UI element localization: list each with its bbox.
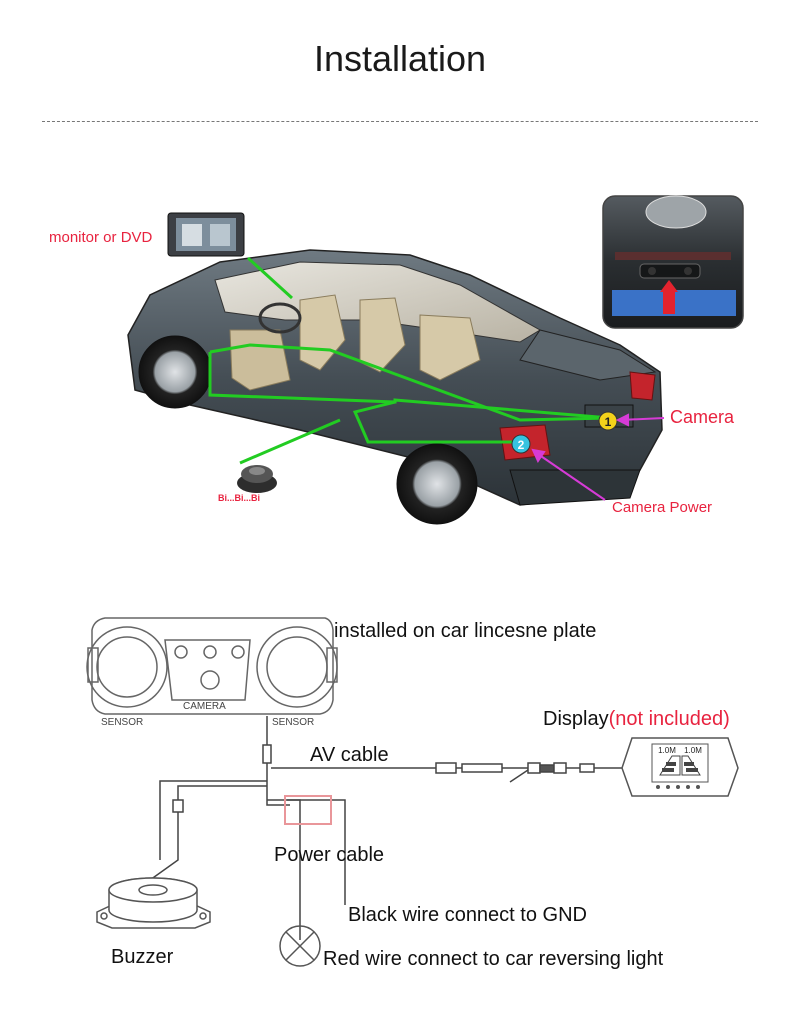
buzzer-thumbnail-icon (237, 465, 277, 493)
page-title: Installation (313, 38, 487, 79)
plate-camera-inset (602, 195, 744, 329)
display-text: Display (543, 708, 609, 730)
display-icon: 1.0M 1.0M (621, 737, 739, 797)
rear-wheel (396, 443, 478, 525)
buzzer-sound-label: Bi...Bi...Bi (218, 493, 261, 503)
sensor-left-label: SENSOR (101, 717, 144, 728)
divider (42, 121, 758, 122)
display-screen-left-label: 1.0M (658, 746, 676, 755)
callout-lines (531, 413, 665, 501)
monitor-icon (167, 212, 245, 257)
camera-sensor-unit (86, 617, 338, 715)
display-screen-right-label: 1.0M (684, 746, 702, 755)
buzzer-label: Buzzer (111, 946, 174, 968)
marker-2-label: 2 (518, 438, 525, 452)
sensor-right-label: SENSOR (272, 717, 315, 728)
camera-power-label: Camera Power (612, 499, 713, 516)
buzzer-icon (96, 877, 211, 929)
power-cable-marker (284, 795, 332, 825)
cables (149, 716, 622, 940)
marker-1-label: 1 (605, 415, 612, 429)
power-marker: 2 (511, 434, 531, 454)
red-wire-label: Red wire connect to car reversing light (323, 948, 664, 970)
power-cable-label: Power cable (274, 844, 385, 866)
av-cable-label: AV cable (310, 744, 389, 766)
not-included-text: (not included) (608, 708, 730, 730)
black-wire-label: Black wire connect to GND (348, 904, 587, 926)
monitor-label: monitor or DVD (49, 229, 153, 246)
video-wire (208, 256, 611, 465)
display-label: Display(not included) (543, 708, 730, 731)
camera-unit-label: CAMERA (183, 701, 226, 712)
camera-marker: 1 (598, 411, 618, 431)
camera-label: Camera (670, 407, 735, 427)
reversing-light-bulb-icon (279, 925, 321, 967)
installed-label: installed on car lincesne plate (334, 620, 597, 642)
